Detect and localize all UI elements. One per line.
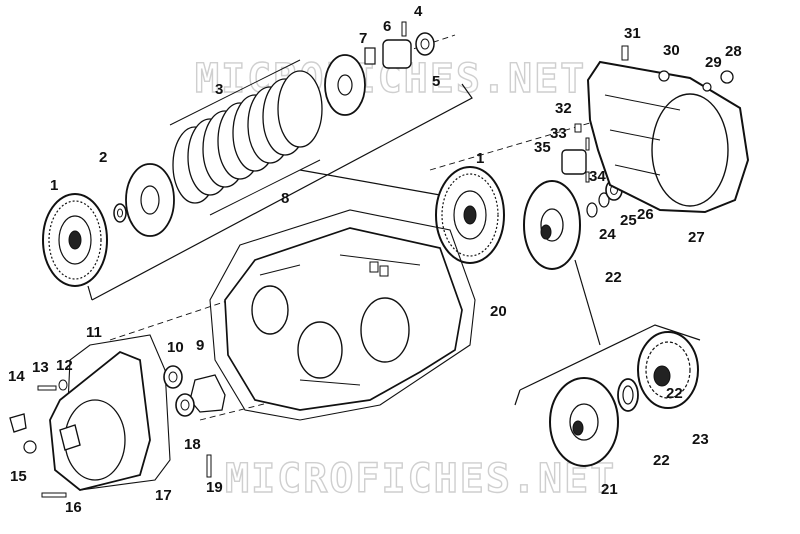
callout-labels: 1123456789101112131415161718192021222222… (8, 3, 742, 516)
callout-label: 26 (637, 206, 654, 223)
callout-label: 28 (725, 43, 742, 60)
thrust-washer (113, 203, 127, 223)
callout-label: 23 (692, 431, 709, 448)
callout-label: 5 (432, 73, 440, 90)
clutch-basket-left (42, 193, 108, 287)
callout-label: 11 (86, 324, 102, 341)
callout-label: 35 (534, 139, 551, 156)
callout-label: 1 (476, 150, 484, 167)
pressure-plate (324, 54, 366, 116)
callout-label: 2 (99, 149, 107, 166)
callout-label: 19 (206, 479, 223, 496)
callout-label: 22 (605, 269, 622, 286)
right-clutch-cover (586, 45, 750, 214)
one-way-clutch (637, 331, 699, 409)
callout-label: 22 (666, 385, 683, 402)
callout-label: 17 (155, 487, 172, 504)
callout-label: 29 (705, 54, 722, 71)
callout-label: 1 (50, 177, 58, 194)
engine-crankcase (209, 209, 476, 421)
callout-label: 20 (490, 303, 507, 320)
callout-label: 33 (550, 125, 567, 142)
callout-label: 27 (688, 229, 705, 246)
bolts-and-plugs (9, 379, 212, 498)
callout-label: 15 (10, 468, 27, 485)
spring-lifter-group (364, 21, 435, 69)
clutch-basket-center (435, 166, 505, 264)
callout-label: 31 (624, 25, 641, 42)
driven-drum-lower (549, 377, 619, 467)
bearing-lower (617, 378, 639, 412)
oil-seals (163, 365, 195, 417)
callout-label: 24 (599, 226, 616, 243)
callout-label: 4 (414, 3, 423, 20)
callout-label: 13 (32, 359, 49, 376)
callout-label: 10 (167, 339, 184, 356)
callout-label: 14 (8, 368, 25, 385)
drive-drum-upper (523, 180, 581, 270)
clutch-plate-stack (172, 70, 323, 204)
callout-label: 3 (215, 81, 223, 98)
callout-label: 9 (196, 337, 204, 354)
callout-label: 12 (56, 357, 73, 374)
cover-gasket (189, 374, 226, 413)
left-side-cover (49, 334, 171, 491)
clutch-hub-plate (125, 163, 175, 237)
group-bracket-lines (87, 83, 701, 406)
callout-label: 16 (65, 499, 82, 516)
callout-label: 6 (383, 18, 391, 35)
callout-label: 25 (620, 212, 637, 229)
callout-label: 7 (359, 30, 367, 47)
callout-label: 30 (663, 42, 680, 59)
callout-label: 32 (555, 100, 572, 117)
callout-label: 18 (184, 436, 201, 453)
watermark-bottom: MICROFICHES.NET (225, 456, 616, 502)
plate-bracket (169, 59, 321, 216)
callout-label: 34 (589, 168, 606, 185)
callout-label: 22 (653, 452, 670, 469)
callout-label: 21 (601, 481, 618, 498)
callout-label: 8 (281, 190, 289, 207)
